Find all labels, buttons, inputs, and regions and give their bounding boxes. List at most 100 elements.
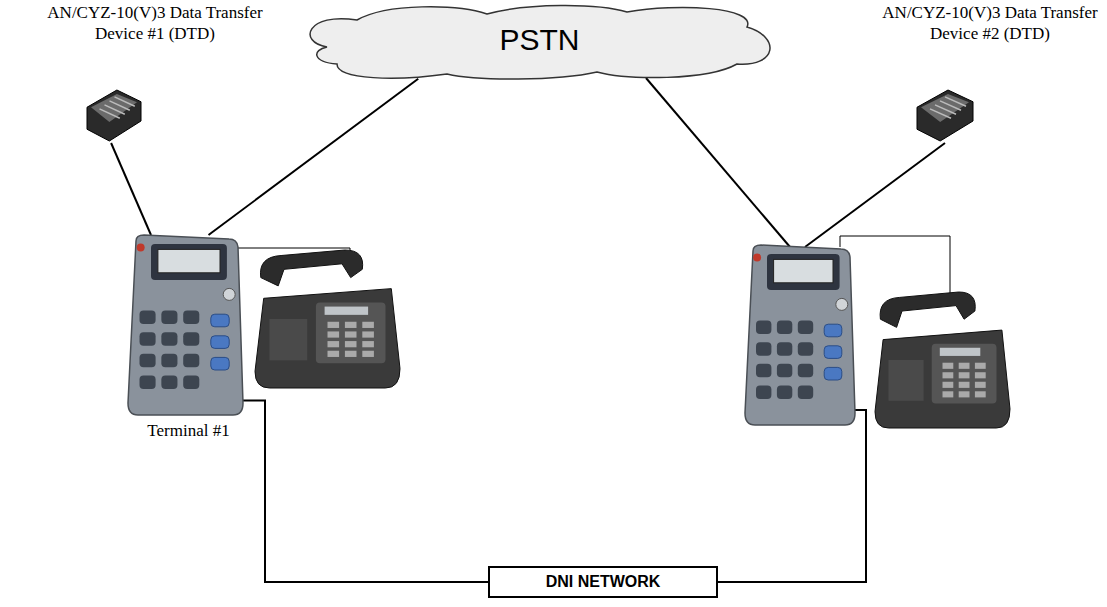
phone-key	[959, 382, 970, 388]
connector	[111, 143, 151, 235]
phone-key	[345, 351, 357, 357]
terminal-body	[128, 235, 243, 415]
keypad-key	[140, 311, 156, 325]
phone-key	[975, 363, 986, 369]
keypad-key	[756, 364, 771, 378]
status-led	[137, 244, 145, 252]
dtd-top	[91, 94, 137, 122]
phone-key	[959, 391, 970, 397]
phone-key	[328, 331, 340, 337]
keypad-key	[777, 321, 792, 335]
keypad-key	[161, 311, 177, 325]
phone-key	[959, 372, 970, 378]
terminal-bezel	[151, 244, 227, 280]
cloud-shape	[310, 5, 770, 79]
keypad-key	[183, 311, 199, 325]
node-label: DNI NETWORK	[546, 573, 661, 591]
phone-handset	[260, 250, 362, 286]
dtd-key-row	[115, 97, 135, 106]
keypad-key	[798, 321, 813, 335]
keypad-key	[777, 364, 792, 378]
function-key	[824, 367, 842, 380]
terminal-knob	[836, 298, 848, 310]
phone-key	[943, 382, 954, 388]
keypad-key	[183, 375, 199, 389]
dtd-top	[921, 94, 969, 122]
keypad-key	[777, 385, 792, 399]
phone-speaker	[270, 319, 308, 360]
phone-key	[943, 372, 954, 378]
function-key	[211, 314, 229, 327]
dtd-icon	[85, 88, 143, 143]
terminal-outline	[128, 235, 243, 415]
node-label: AN/CYZ-10(V)3 Data Transfer Device #1 (D…	[47, 2, 263, 44]
phone-key	[345, 331, 357, 337]
keypad-key	[756, 385, 771, 399]
terminal-screen	[158, 249, 220, 272]
phone-base	[875, 330, 1010, 428]
pstn-line	[646, 78, 790, 247]
dtd-key-row	[945, 97, 966, 106]
keypad-key	[161, 375, 177, 389]
phone-key	[328, 351, 340, 357]
phone-key	[362, 341, 374, 347]
dtd-body	[87, 90, 141, 141]
keypad-key	[798, 342, 813, 356]
dtd-cable	[805, 143, 945, 247]
phone-speaker	[889, 360, 924, 401]
keypad-key	[140, 354, 156, 368]
function-key	[824, 324, 842, 337]
phone-key	[975, 382, 986, 388]
keypad-key	[183, 354, 199, 368]
phone-key	[943, 363, 954, 369]
phone-panel	[932, 344, 997, 404]
dni-line	[718, 410, 866, 582]
terminal-bezel	[767, 254, 840, 290]
telephone	[255, 250, 400, 388]
node-label: Terminal #1	[147, 421, 229, 441]
keypad-key	[140, 332, 156, 346]
phone-key	[362, 322, 374, 328]
phone-key	[345, 341, 357, 347]
connector	[209, 79, 419, 235]
keypad-key	[183, 332, 199, 346]
function-key	[824, 346, 842, 359]
phone-key	[975, 391, 986, 397]
function-key	[211, 336, 229, 349]
dtd-icon	[915, 88, 975, 143]
keypad-key	[798, 385, 813, 399]
status-led	[753, 254, 761, 262]
data-transfer-device: AN/CYZ-10(V)3 Data Transfer Device #2 (D…	[882, 2, 1098, 143]
node-label: PSTN	[499, 23, 579, 57]
phone-display	[325, 307, 369, 315]
network-box: DNI NETWORK	[488, 566, 718, 598]
telephone	[875, 292, 1010, 428]
terminal-knob	[223, 288, 235, 300]
node-label: AN/CYZ-10(V)3 Data Transfer Device #2 (D…	[882, 2, 1098, 44]
phone-key	[943, 391, 954, 397]
phone-panel	[316, 302, 386, 363]
phone-cord	[840, 236, 950, 296]
network-cloud: PSTN	[297, 2, 782, 82]
function-key	[211, 357, 229, 370]
crypto-terminal	[745, 245, 855, 425]
phone-key	[328, 322, 340, 328]
phone-key	[362, 331, 374, 337]
keypad-key	[777, 342, 792, 356]
keypad-key	[140, 375, 156, 389]
connector	[243, 401, 488, 582]
phone-handset	[880, 292, 975, 327]
keypad-key	[756, 342, 771, 356]
phone-display	[940, 348, 981, 356]
terminal-body	[745, 245, 855, 425]
phone-key	[959, 363, 970, 369]
phone-key	[328, 341, 340, 347]
terminal-screen	[774, 259, 833, 282]
phone-key	[362, 351, 374, 357]
keypad-key	[161, 332, 177, 346]
keypad-key	[798, 364, 813, 378]
data-transfer-device: AN/CYZ-10(V)3 Data Transfer Device #1 (D…	[47, 2, 263, 143]
phone-base	[255, 289, 400, 388]
